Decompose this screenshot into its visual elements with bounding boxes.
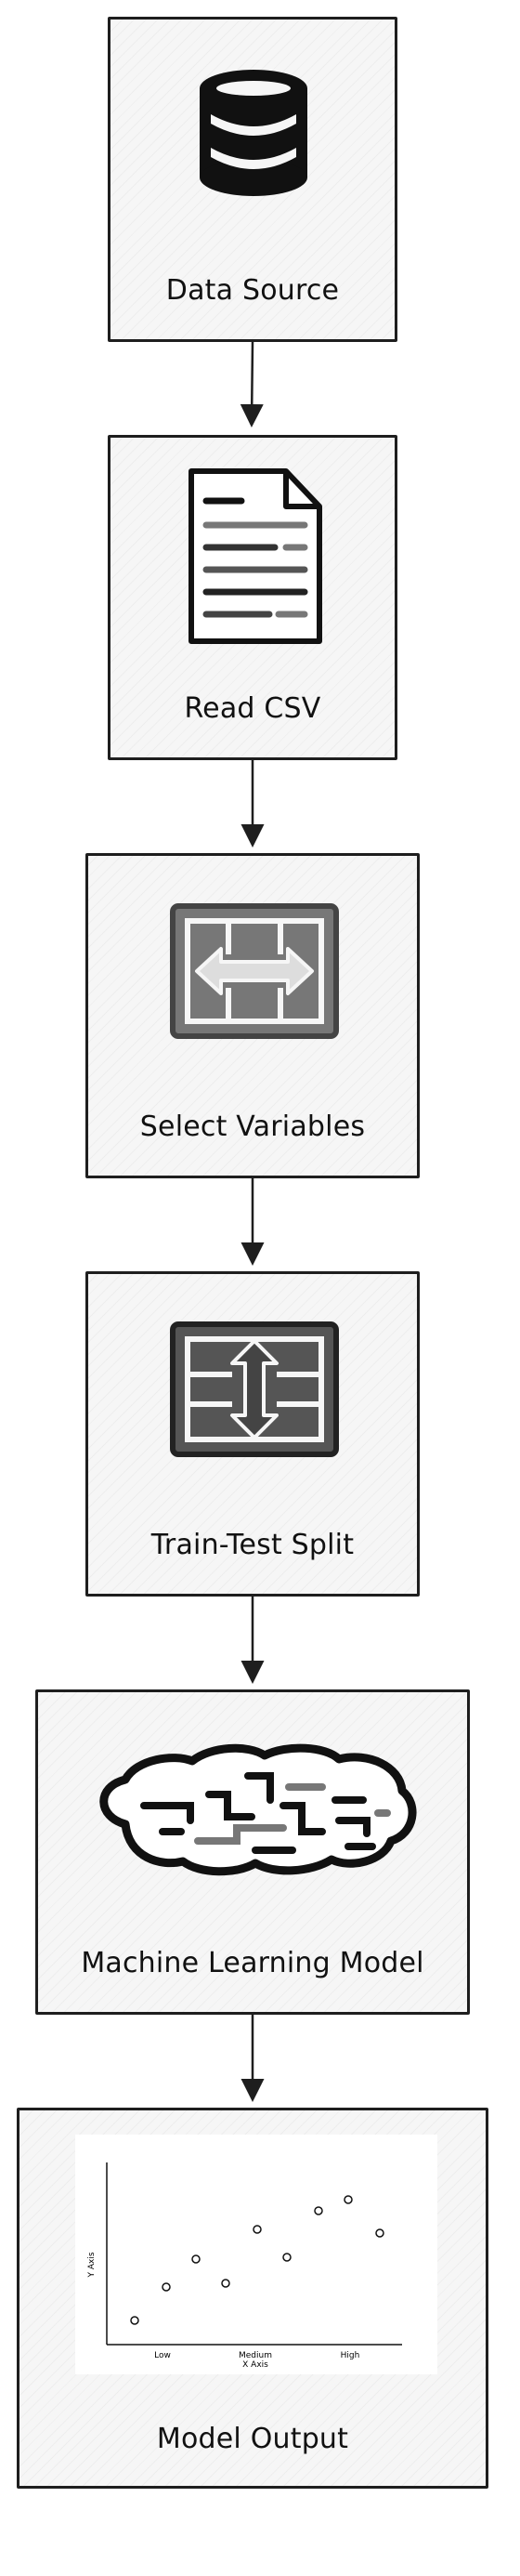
- scatter-point: [375, 2228, 384, 2238]
- horizontal-arrows-icon: [169, 902, 340, 1044]
- node-label: Data Source: [165, 274, 340, 307]
- x-axis-label: X Axis: [242, 2360, 268, 2370]
- brain-icon: [88, 1739, 422, 1882]
- scatter-point: [162, 2282, 171, 2292]
- scatter-point: [282, 2253, 292, 2262]
- scatter-plot-icon: Y Axis X Axis Low Medium High: [75, 2135, 437, 2378]
- scatter-point: [314, 2206, 323, 2215]
- node-train-test-split[interactable]: Train-Test Split: [85, 1271, 420, 1597]
- node-label: Train-Test Split: [150, 1529, 355, 1561]
- node-label: Machine Learning Model: [81, 1947, 424, 1979]
- scatter-point: [344, 2195, 353, 2204]
- database-icon: [198, 68, 309, 202]
- node-label: Model Output: [156, 2423, 349, 2455]
- x-tick-label: High: [341, 2351, 360, 2360]
- node-model-output[interactable]: Y Axis X Axis Low Medium High Model Outp…: [17, 2108, 488, 2489]
- scatter-point: [130, 2316, 139, 2325]
- node-select-variables[interactable]: Select Variables: [85, 853, 420, 1178]
- scatter-point: [253, 2225, 262, 2234]
- node-machine-learning-model[interactable]: Machine Learning Model: [35, 1689, 470, 2015]
- node-read-csv[interactable]: Read CSV: [108, 435, 397, 760]
- y-axis-label: Y Axis: [87, 2252, 97, 2278]
- node-data-source[interactable]: Data Source: [108, 17, 397, 342]
- node-label: Select Variables: [139, 1111, 366, 1143]
- node-label: Read CSV: [184, 692, 321, 725]
- vertical-arrows-icon: [169, 1321, 340, 1462]
- scatter-point: [191, 2254, 201, 2264]
- scatter-point: [221, 2279, 230, 2288]
- x-tick-label: Low: [154, 2351, 171, 2360]
- arrow-data-source-to-read-csv: [240, 341, 264, 427]
- document-icon: [186, 466, 325, 651]
- x-tick-label: Medium: [239, 2351, 272, 2360]
